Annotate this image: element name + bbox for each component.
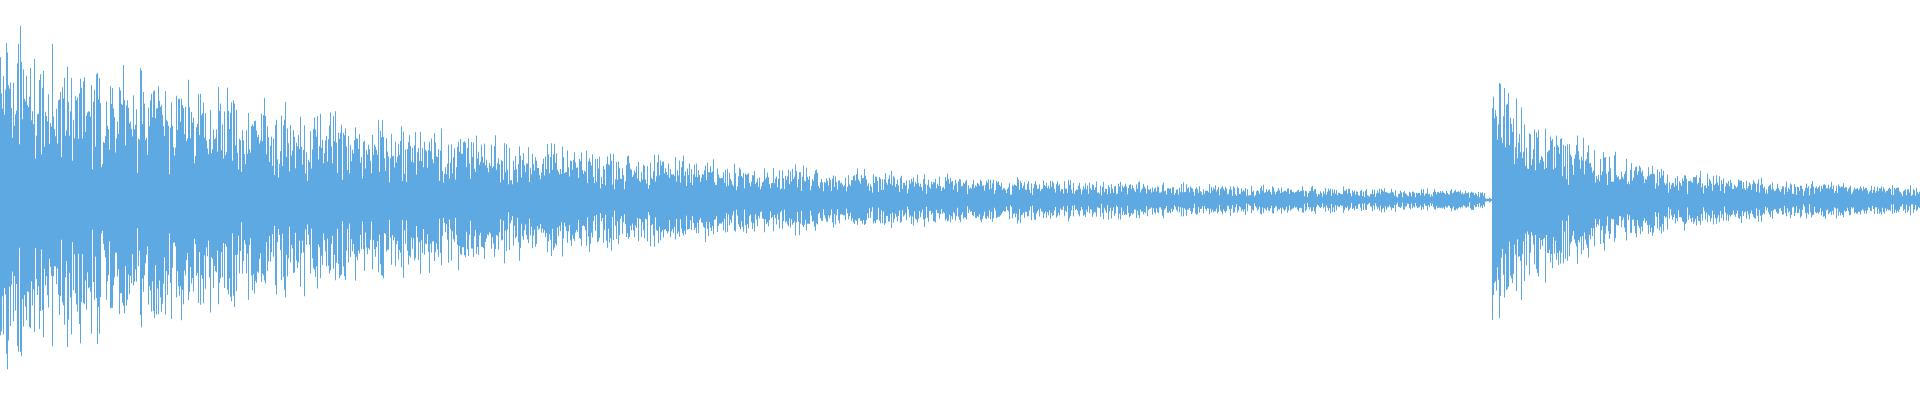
- waveform-bars: [0, 25, 1920, 370]
- waveform-path: [0, 25, 1920, 370]
